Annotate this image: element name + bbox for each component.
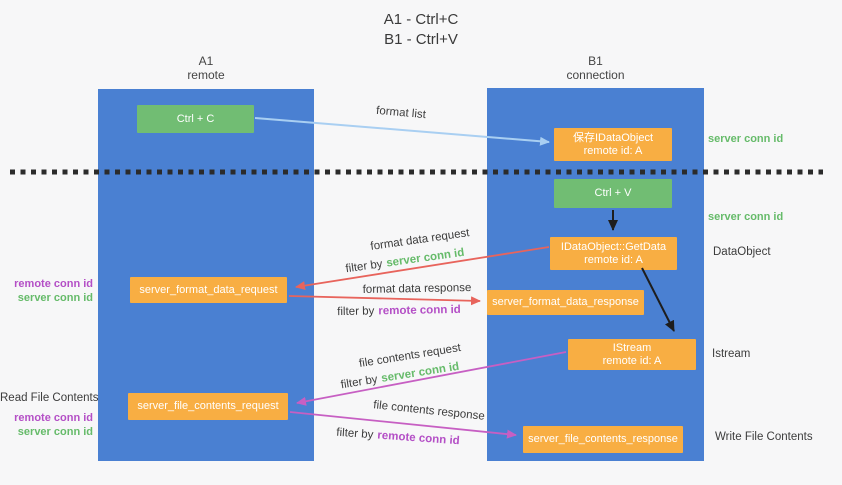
- ctrl-c-label: Ctrl + C: [176, 112, 215, 125]
- format-list-label: format list: [375, 104, 427, 122]
- getdata-box: IDataObject::GetData remote id: A: [550, 237, 677, 270]
- getdata-line1: IDataObject::GetData: [560, 240, 667, 253]
- diagram-title: A1 - Ctrl+C B1 - Ctrl+V: [0, 10, 842, 50]
- filter-by-text-3: filter by: [339, 373, 379, 392]
- dataobject-label: DataObject: [713, 246, 771, 258]
- lifeline-b1-name: B1: [588, 54, 603, 68]
- right-server-conn-id-mid: server conn id: [708, 211, 784, 223]
- file-contents-response-label: file contents response: [372, 399, 486, 423]
- ctrl-c-box: Ctrl + C: [137, 105, 254, 133]
- filter-by-text-1: filter by: [344, 258, 384, 276]
- right-server-conn-id-top: server conn id: [708, 133, 784, 145]
- read-file-contents-label: Read File Contents: [0, 392, 99, 404]
- left-server-conn-id-format: server conn id: [17, 292, 93, 304]
- lifeline-b1-role: connection: [566, 68, 625, 82]
- istream-line2: remote id: A: [602, 354, 662, 367]
- server-file-contents-response-label: server_file_contents_response: [528, 433, 678, 445]
- title-line-2: B1 - Ctrl+V: [384, 31, 458, 48]
- save-dataobject-box: 保存IDataObject remote id: A: [554, 128, 672, 161]
- format-data-response-arrow: [288, 295, 481, 306]
- remote-conn-id-text-2: remote conn id: [376, 429, 461, 448]
- left-remote-conn-id-file: remote conn id: [14, 412, 93, 424]
- server-format-data-response-box: server_format_data_response: [487, 290, 644, 315]
- server-file-contents-request-label: server_file_contents_request: [137, 400, 279, 412]
- left-server-conn-id-file: server conn id: [17, 426, 93, 438]
- server-file-contents-response-box: server_file_contents_response: [523, 426, 683, 453]
- title-line-1: A1 - Ctrl+C: [383, 11, 459, 28]
- save-dataobject-line2: remote id: A: [583, 144, 643, 157]
- server-conn-id-text-1: server conn id: [385, 246, 466, 270]
- ctrl-v-label: Ctrl + V: [594, 187, 632, 199]
- filter-by-text-4: filter by: [335, 426, 374, 442]
- server-file-contents-request-box: server_file_contents_request: [128, 393, 288, 420]
- server-format-data-response-label: server_format_data_response: [492, 296, 639, 308]
- server-format-data-request-box: server_format_data_request: [130, 277, 287, 303]
- istream-side-label: Istream: [712, 348, 751, 360]
- left-remote-conn-id-format: remote conn id: [14, 278, 93, 290]
- istream-line1: IStream: [612, 341, 652, 354]
- remote-conn-id-text-1: remote conn id: [378, 303, 461, 318]
- istream-box: IStream remote id: A: [568, 339, 696, 370]
- write-file-contents-label: Write File Contents: [715, 431, 813, 443]
- lifeline-a1-name: A1: [198, 54, 214, 68]
- filter-by-text-2: filter by: [337, 305, 375, 319]
- lifeline-header-b1: B1 connection: [487, 54, 704, 82]
- getdata-line2: remote id: A: [584, 253, 643, 266]
- lifeline-header-a1: A1 remote: [98, 54, 314, 82]
- server-format-data-request-label: server_format_data_request: [139, 283, 278, 296]
- format-data-response-label: format data response: [362, 282, 472, 296]
- ctrl-v-box: Ctrl + V: [554, 179, 672, 208]
- save-dataobject-line1: 保存IDataObject: [572, 131, 654, 144]
- lifeline-a1-role: remote: [187, 68, 225, 82]
